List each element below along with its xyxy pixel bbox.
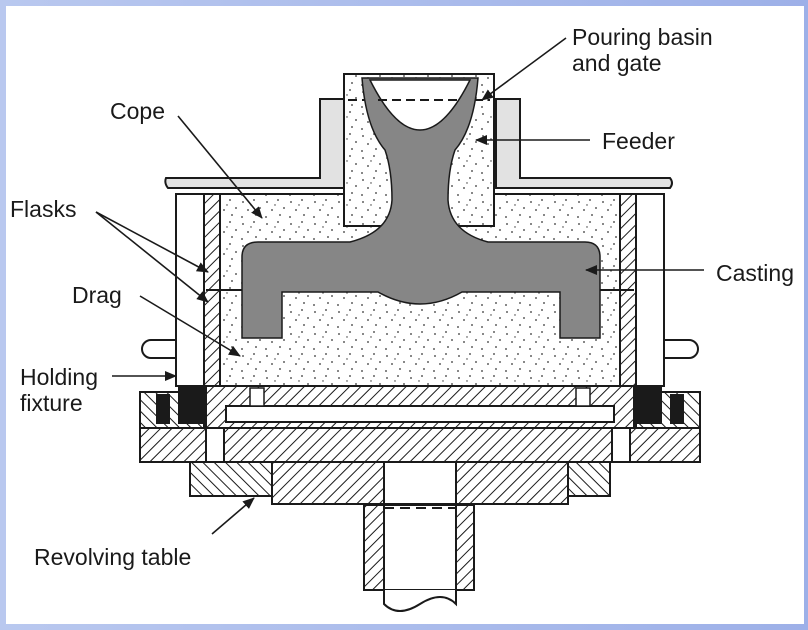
label-flasks: Flasks <box>10 196 77 222</box>
shaft <box>363 504 475 612</box>
base-plate <box>205 385 635 429</box>
label-pouring-basin-line2: and gate <box>572 50 662 76</box>
revolving-table <box>139 427 701 505</box>
label-holding-fixture-line1: Holding <box>20 364 98 390</box>
label-pouring-basin: Pouring basin and gate <box>572 24 713 76</box>
label-revolving-table: Revolving table <box>34 544 192 570</box>
label-holding-fixture: Holding fixture <box>20 364 98 416</box>
casting-metal <box>241 77 601 339</box>
label-holding-fixture-line2: fixture <box>20 390 83 416</box>
label-casting: Casting <box>716 260 794 286</box>
centrifugal-casting-diagram <box>95 37 704 612</box>
label-feeder: Feeder <box>602 128 675 154</box>
leader-lines <box>95 37 704 535</box>
diagram-panel: Pouring basin and gate Feeder Cope Flask… <box>6 6 804 624</box>
label-drag: Drag <box>72 282 122 308</box>
label-pouring-basin-line1: Pouring basin <box>572 24 713 50</box>
label-cope: Cope <box>110 98 165 124</box>
flask-lid <box>164 98 673 189</box>
